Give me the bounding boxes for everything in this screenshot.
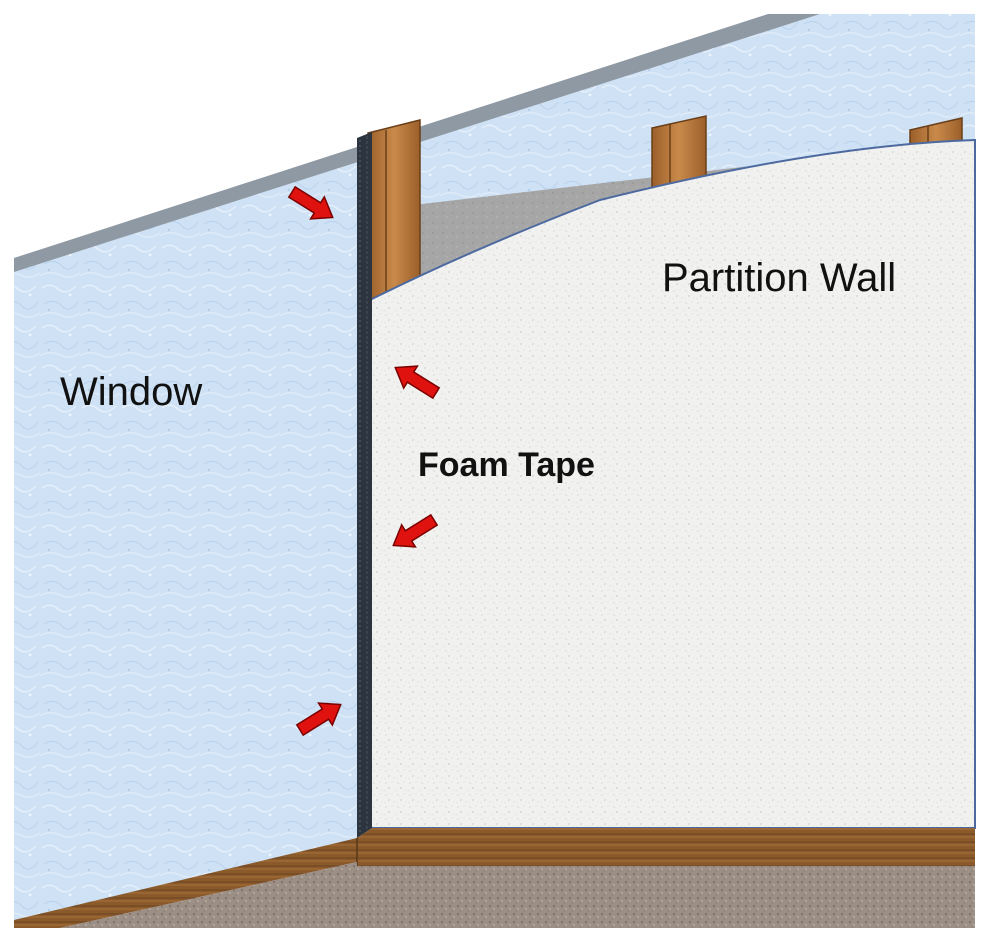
pointer-arrow-2: [394, 365, 441, 400]
window-floor-trim: [14, 838, 357, 928]
foam-tape-label: Foam Tape: [418, 446, 595, 484]
pointer-arrow-4: [295, 702, 342, 737]
ceiling-insulation: [370, 140, 975, 300]
partition-floor-trim: [357, 828, 975, 866]
pointer-arrow-3: [392, 513, 439, 548]
foam-tape-strip: [357, 132, 372, 838]
pointer-arrow-1: [287, 185, 334, 220]
partition-wall: [369, 138, 976, 829]
carpet-floor: [60, 862, 975, 928]
partition-wall-label: Partition Wall: [662, 256, 897, 300]
window-label: Window: [60, 370, 203, 414]
